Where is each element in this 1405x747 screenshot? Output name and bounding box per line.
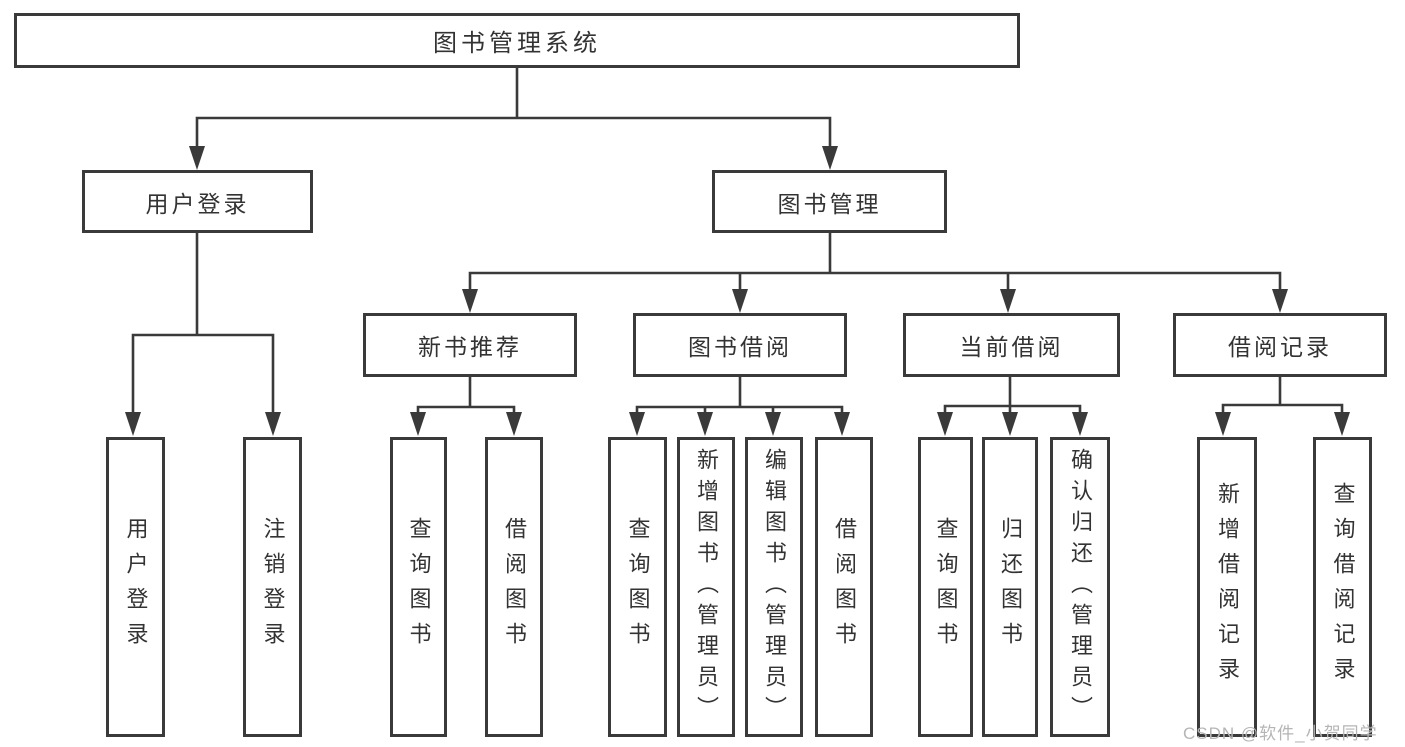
leaf-logout: 注销登录	[243, 437, 302, 737]
leaf-borrow-books-recommend: 借阅图书	[485, 437, 543, 737]
leaf-query-books-borrowing: 查询图书	[608, 437, 667, 737]
leaf-edit-books-admin: 编辑图书（管理员）	[745, 437, 803, 737]
node-new-book-recommend: 新书推荐	[363, 313, 577, 377]
leaf-add-borrow-record: 新增借阅记录	[1197, 437, 1257, 737]
node-current-borrowing: 当前借阅	[903, 313, 1120, 377]
leaf-confirm-return-admin: 确认归还（管理员）	[1050, 437, 1110, 737]
node-book-management: 图书管理	[712, 170, 947, 233]
leaf-add-books-admin: 新增图书（管理员）	[677, 437, 735, 737]
leaf-query-books-recommend: 查询图书	[390, 437, 447, 737]
node-library-management-system: 图书管理系统	[14, 13, 1020, 68]
leaf-query-borrow-record: 查询借阅记录	[1313, 437, 1372, 737]
node-book-borrowing: 图书借阅	[633, 313, 847, 377]
watermark: CSDN @软件_小贺同学	[1183, 724, 1378, 743]
node-borrow-records: 借阅记录	[1173, 313, 1387, 377]
node-user-login: 用户登录	[82, 170, 313, 233]
leaf-query-books-current: 查询图书	[918, 437, 973, 737]
leaf-return-books: 归还图书	[982, 437, 1038, 737]
leaf-borrow-books: 借阅图书	[815, 437, 873, 737]
leaf-user-login: 用户登录	[106, 437, 165, 737]
